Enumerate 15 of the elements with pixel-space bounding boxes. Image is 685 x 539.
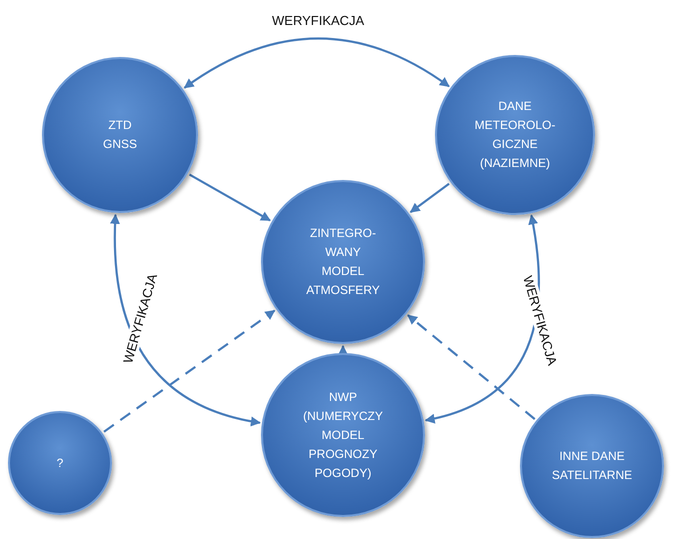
node-label: INNE DANE SATELITARNE	[550, 448, 634, 484]
arrow	[410, 182, 450, 213]
arrow	[110, 214, 261, 426]
node-label: ?	[56, 454, 64, 472]
node-label: DANE METEOROLO- GICZNE (NAZIEMNE)	[474, 98, 556, 172]
arrow	[184, 37, 450, 89]
node-label: NWP (NUMERYCZY MODEL PROGNOZY POGODY)	[302, 388, 384, 482]
node-label: ZINTEGRO- WANY MODEL ATMOSFERY	[305, 225, 381, 299]
arrow	[188, 174, 271, 222]
edge-label: WERYFIKACJA	[269, 12, 368, 28]
arrow	[407, 314, 536, 420]
arrow	[103, 310, 276, 433]
arrow	[338, 345, 348, 355]
node-label: ZTD GNSS	[102, 117, 138, 153]
arrow	[424, 214, 540, 424]
